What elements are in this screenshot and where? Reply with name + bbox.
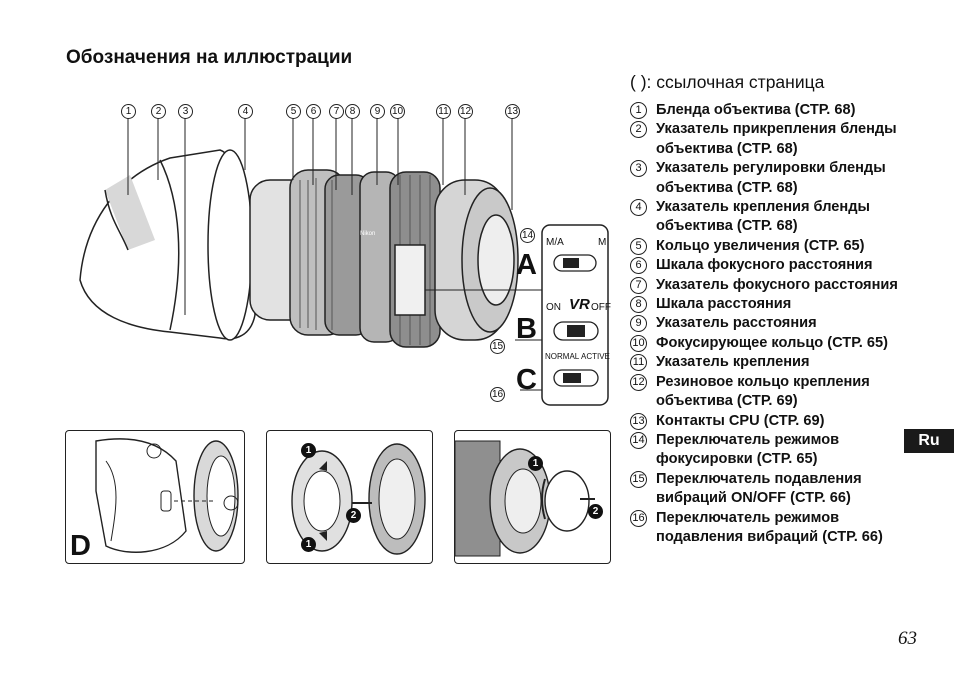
callout-10: 10: [390, 104, 405, 119]
legend-item: 16 Переключатель режимов подавления вибра…: [630, 509, 930, 548]
legend-text: Контакты CPU (СТР. 69): [656, 412, 825, 429]
legend-item: 14 Переключатель режимов фокусировки (СТР…: [630, 431, 930, 470]
legend-item: 10 Фокусирующее кольцо (СТР. 65): [630, 334, 930, 353]
panel-letter-c: C: [516, 364, 537, 396]
callout-6: 6: [306, 104, 321, 119]
legend-number-badge: 15: [630, 470, 647, 488]
legend-text: Указатель прикрепления бленды объектива …: [656, 121, 897, 157]
switch-a-right-label: M: [598, 237, 607, 248]
switch-c-left-label: NORMAL: [545, 352, 580, 361]
language-tab[interactable]: Ru: [904, 429, 954, 453]
hood-attach-drawing: [95, 438, 239, 553]
page-heading: Обозначения на иллюстрации: [66, 47, 353, 68]
legend-number-badge: 13: [630, 412, 647, 430]
switch-b-right-label: OFF: [591, 302, 611, 313]
switch-panel-drawing: [541, 224, 609, 406]
page-number: 63: [898, 628, 917, 649]
lens-body-drawing: [249, 169, 519, 348]
switch-b-left-label: ON: [546, 302, 561, 313]
legend-item: 1 Бленда объектива (СТР. 68): [630, 101, 930, 120]
legend-number-badge: 3: [630, 160, 647, 178]
lens-hood-drawing: [79, 149, 256, 341]
legend-item: 9 Указатель расстояния: [630, 314, 930, 333]
front-cap-drawing: [291, 443, 426, 555]
legend-number-badge: 12: [630, 373, 647, 391]
legend-text: Бленда объектива (СТР. 68): [656, 102, 856, 118]
rear-step-2-badge: 2: [588, 504, 603, 519]
legend-text: Кольцо увеличения (СТР. 65): [656, 237, 865, 254]
legend-text: Шкала расстояния: [656, 296, 792, 313]
switch-c-right-label: ACTIVE: [581, 352, 610, 361]
legend-text: Переключатель подавления вибраций ON/OFF…: [656, 470, 862, 507]
step-1-badge-bottom: 1: [301, 537, 316, 552]
callout-13: 13: [505, 104, 520, 119]
callout-15: 15: [490, 339, 505, 354]
legend-item: 2 Указатель прикрепления бленды объектива…: [630, 120, 930, 159]
legend-text: Переключатель режимов фокусировки (СТР. …: [656, 431, 840, 468]
legend-item: 4 Указатель крепления бленды объектива (С…: [630, 198, 930, 237]
legend-item: 13 Контакты CPU (СТР. 69): [630, 412, 930, 431]
legend-text: Указатель регулировки бленды объектива (…: [656, 160, 886, 196]
legend-text: Указатель крепления бленды объектива (СТ…: [656, 199, 870, 235]
legend-item: 8 Шкала расстояния: [630, 295, 930, 314]
panel-rear-cap: [454, 430, 611, 564]
legend-number-badge: 11: [630, 354, 647, 372]
legend-number-badge: 16: [630, 509, 647, 527]
switch-b-vr-label: VR: [569, 296, 590, 313]
legend-number-badge: 14: [630, 431, 647, 449]
step-2-badge: 2: [346, 508, 361, 523]
rear-step-1-badge: 1: [528, 456, 543, 471]
legend-text: Резиновое кольцо крепления объектива (СТ…: [656, 373, 870, 410]
callout-4: 4: [238, 104, 253, 119]
legend-item: 11 Указатель крепления: [630, 353, 930, 372]
callout-1: 1: [121, 104, 136, 119]
legend-number-badge: 2: [630, 121, 647, 139]
legend-number-badge: 8: [630, 296, 647, 314]
callout-9: 9: [370, 104, 385, 119]
callout-7: 7: [329, 104, 344, 119]
panel-front-cap: [266, 430, 433, 564]
legend-item: 12 Резиновое кольцо крепления объектива (…: [630, 373, 930, 412]
legend-number-badge: 5: [630, 237, 647, 255]
switch-a-left-label: M/A: [546, 237, 564, 248]
step-1-badge-top: 1: [301, 443, 316, 458]
callout-3: 3: [178, 104, 193, 119]
callout-2: 2: [151, 104, 166, 119]
legend-text: Указатель расстояния: [656, 315, 817, 332]
legend-number-badge: 9: [630, 315, 647, 333]
legend-text: Фокусирующее кольцо (СТР. 65): [656, 334, 888, 351]
brand-on-lens: Nikon: [360, 231, 375, 237]
legend-number-badge: 7: [630, 276, 647, 294]
legend-number-badge: 4: [630, 199, 647, 217]
legend-text: Шкала фокусного расстояния: [656, 257, 873, 274]
rear-cap-drawing: [455, 440, 595, 557]
callout-11: 11: [436, 104, 451, 119]
panel-letter-a: A: [516, 249, 537, 281]
legend-number-badge: 10: [630, 334, 647, 352]
panel-letter-d: D: [70, 530, 91, 562]
legend-item: 3 Указатель регулировки бленды объектива …: [630, 159, 930, 198]
panel-d-hood-attach: [65, 430, 245, 564]
legend-item: 15 Переключатель подавления вибраций ON/O…: [630, 470, 930, 509]
legend-item: 7 Указатель фокусного расстояния: [630, 276, 930, 295]
reference-page-note: ( ): ссылочная страница: [630, 72, 825, 92]
legend-text: Переключатель режимов подавления вибраци…: [656, 509, 883, 545]
lens-illustration: Nikon: [79, 118, 609, 406]
legend-item: 6 Шкала фокусного расстояния: [630, 256, 930, 275]
legend-item: 5 Кольцо увеличения (СТР. 65): [630, 237, 930, 256]
legend-number-badge: 6: [630, 257, 647, 275]
callout-16: 16: [490, 387, 505, 402]
panel-letter-b: B: [516, 313, 537, 345]
legend-text: Указатель фокусного расстояния: [656, 276, 898, 293]
parts-legend: 1 Бленда объектива (СТР. 68) 2 Указатель пр…: [630, 101, 930, 547]
callout-5: 5: [286, 104, 301, 119]
callout-8: 8: [345, 104, 360, 119]
callout-14: 14: [520, 228, 535, 243]
legend-number-badge: 1: [630, 102, 647, 119]
callout-12: 12: [458, 104, 473, 119]
legend-text: Указатель крепления: [656, 354, 810, 371]
